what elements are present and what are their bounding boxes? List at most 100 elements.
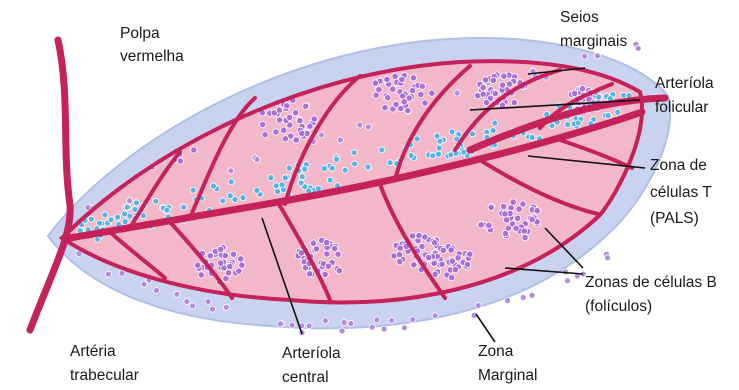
lymphocyte-dot: [306, 271, 312, 277]
lymphocyte-dot: [174, 291, 180, 297]
lymphocyte-dot: [124, 204, 130, 210]
lymphocyte-dot: [307, 123, 313, 129]
lymphocyte-dot: [210, 183, 216, 189]
lymphocyte-dot: [488, 204, 494, 210]
lymphocyte-dot: [397, 258, 403, 264]
lymphocyte-dot: [565, 278, 571, 284]
lymphocyte-dot: [132, 207, 138, 213]
lymphocyte-dot: [282, 136, 288, 142]
svg-text:Zona de: Zona de: [650, 157, 707, 174]
lymphocyte-dot: [223, 304, 229, 310]
lymphocyte-dot: [339, 328, 345, 334]
leader-zona-marginal: [476, 314, 495, 342]
lymphocyte-dot: [430, 153, 436, 159]
lymphocyte-dot: [510, 199, 516, 205]
svg-text:Polpa: Polpa: [120, 25, 160, 42]
lymphocyte-dot: [422, 234, 428, 240]
lymphocyte-dot: [306, 323, 312, 329]
lymphocyte-dot: [490, 77, 496, 83]
lymphocyte-dot: [277, 321, 283, 327]
trabecular-artery: [30, 40, 70, 330]
lymphocyte-dot: [184, 298, 190, 304]
lymphocyte-dot: [276, 117, 282, 123]
lymphocyte-dot: [190, 303, 196, 309]
lymphocyte-dot: [303, 103, 309, 109]
lymphocyte-dot: [436, 151, 442, 157]
label-zonas-celulas-b: Zonas de células B (folículos): [585, 274, 717, 315]
label-polpa-vermelha-line2: vermelha: [120, 48, 184, 65]
lymphocyte-dot: [502, 211, 508, 217]
lymphocyte-dot: [293, 137, 299, 143]
lymphocyte-dot: [284, 103, 290, 109]
lymphocyte-dot: [492, 90, 498, 96]
lymphocyte-dot: [621, 92, 627, 98]
svg-text:(folículos): (folículos): [585, 298, 652, 315]
svg-text:Arteríola: Arteríola: [655, 75, 714, 92]
lymphocyte-dot: [571, 90, 577, 96]
lymphocyte-dot: [410, 75, 416, 81]
label-arteriola-central-line2: central: [282, 369, 329, 386]
lymphocyte-dot: [273, 129, 279, 135]
lymphocyte-dot: [218, 246, 224, 252]
lymphocyte-dot: [147, 129, 153, 135]
lymphocyte-dot: [470, 131, 476, 137]
lymphocyte-dot: [357, 122, 363, 128]
lymphocyte-dot: [402, 325, 408, 331]
svg-text:central: central: [282, 369, 329, 386]
lymphocyte-dot: [464, 261, 470, 267]
lymphocyte-dot: [341, 320, 347, 326]
lymphocyte-dot: [239, 262, 245, 268]
lymphocyte-dot: [387, 160, 393, 166]
lymphocyte-dot: [516, 206, 522, 212]
lymphocyte-dot: [480, 91, 486, 97]
lymphocyte-dot: [321, 165, 327, 171]
lymphocyte-dot: [505, 298, 511, 304]
lymphocyte-dot: [529, 292, 535, 298]
lymphocyte-dot: [236, 268, 242, 274]
svg-text:Seios: Seios: [560, 9, 599, 26]
label-zona-celulas-t-line2: células T: [650, 184, 712, 201]
label-seios-marginais: Seios marginais: [560, 9, 627, 50]
label-arteriola-central: Arteríola central: [282, 345, 341, 386]
lymphocyte-dot: [414, 136, 420, 142]
lymphocyte-dot: [153, 198, 159, 204]
lymphocyte-dot: [379, 147, 385, 153]
label-arteria-trabecular-line1: Artéria: [70, 343, 116, 360]
lymphocyte-dot: [88, 216, 94, 222]
lymphocyte-dot: [127, 198, 133, 204]
label-zona-celulas-t-line1: Zona de: [650, 157, 707, 174]
lymphocyte-dot: [262, 132, 268, 138]
lymphocyte-dot: [260, 121, 266, 127]
lymphocyte-dot: [461, 149, 467, 155]
lymphocyte-dot: [426, 254, 432, 260]
label-zonas-celulas-b-line2: (folículos): [585, 298, 652, 315]
lymphocyte-dot: [337, 137, 343, 143]
lymphocyte-dot: [521, 228, 527, 234]
lymphocyte-dot: [158, 126, 164, 132]
svg-text:(PALS): (PALS): [650, 210, 699, 227]
lymphocyte-dot: [369, 324, 375, 330]
lymphocyte-dot: [365, 124, 371, 130]
lymphocyte-dot: [148, 134, 154, 140]
lymphocyte-dot: [436, 145, 442, 151]
lymphocyte-dot: [282, 175, 288, 181]
lymphocyte-dot: [228, 179, 234, 185]
lymphocyte-dot: [506, 81, 512, 87]
svg-text:Zonas de células B: Zonas de células B: [585, 274, 717, 291]
lymphocyte-dot: [374, 317, 380, 323]
lymphocyte-dot: [227, 263, 233, 269]
lymphocyte-dot: [293, 110, 299, 116]
lymphocyte-dot: [605, 255, 611, 261]
lymphocyte-dot: [207, 253, 213, 259]
svg-text:Marginal: Marginal: [478, 367, 537, 384]
lymphocyte-dot: [596, 94, 602, 100]
label-zona-marginal: Zona Marginal: [478, 343, 537, 384]
lymphocyte-dot: [511, 99, 517, 105]
lymphocyte-dot: [238, 256, 244, 262]
label-seios-marginais-line2: marginais: [560, 33, 627, 50]
lymphocyte-dot: [502, 230, 508, 236]
lymphocyte-dot: [437, 138, 443, 144]
label-arteria-trabecular: Artéria trabecular: [70, 343, 139, 384]
label-zona-celulas-t-line3: (PALS): [650, 210, 699, 227]
lymphocyte-dot: [298, 180, 304, 186]
